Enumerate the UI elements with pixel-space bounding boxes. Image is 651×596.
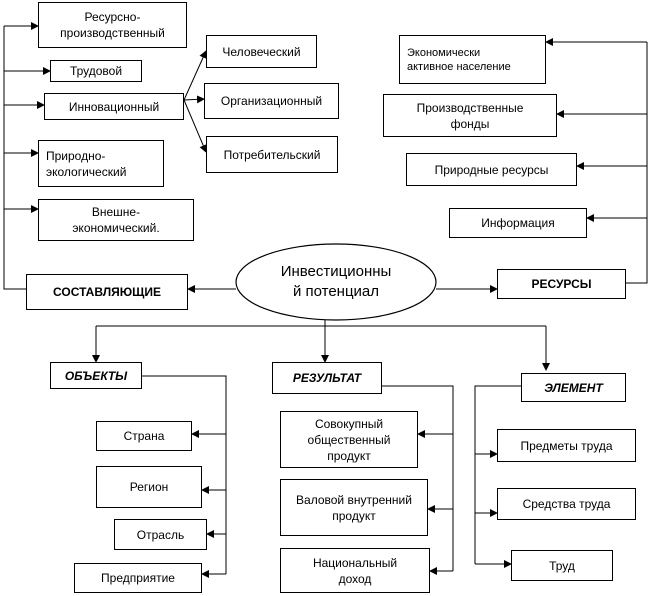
object-enterprise: Предприятие [74,563,202,593]
resources-title: РЕСУРСЫ [497,269,626,299]
resource-production-funds: Производственные фонды [383,94,557,137]
element-objects-of-labor: Предметы труда [497,429,636,462]
component-resource-production: Ресурсно- производственный [38,2,187,48]
innovation-consumer: Потребительский [206,136,338,173]
object-country: Страна [96,421,192,451]
component-natural-ecological: Природно- экологический [38,140,164,187]
innovation-organizational: Организационный [204,83,339,119]
arrow-to-organizational [183,95,205,104]
element-trunk [474,385,521,564]
resources-trunk [626,42,648,284]
arrow-to-human [183,50,207,101]
center-ellipse [235,243,437,321]
innovation-human: Человеческий [206,35,317,68]
element-title: ЭЛЕМЕНТ [521,373,626,402]
component-innovation: Инновационный [44,93,184,120]
objects-trunk [142,375,227,574]
result-total-product: Совокупный общественный продукт [280,411,418,468]
resource-natural: Природные ресурсы [406,153,577,186]
result-national-income: Национальный доход [280,548,430,593]
result-title: РЕЗУЛЬТАТ [272,362,382,394]
element-means-of-labor: Средства труда [497,488,636,520]
object-region: Регион [96,466,202,508]
components-title: СОСТАВЛЯЮЩИЕ [26,274,188,310]
objects-title: ОБЪЕКТЫ [50,362,142,389]
element-labor: Труд [511,550,613,581]
result-gdp: Валовой внутренний продукт [280,479,428,536]
components-trunk [3,26,26,290]
component-labor: Трудовой [50,60,142,82]
resource-active-population: Экономически активное население [399,35,546,84]
object-industry: Отрасль [114,519,207,550]
component-external-economic: Внешне- экономический. [38,199,194,241]
resource-information: Информация [449,208,587,238]
arrow-to-consumer [183,99,207,153]
investment-potential-label: Инвестиционны й потенциал [280,263,392,300]
